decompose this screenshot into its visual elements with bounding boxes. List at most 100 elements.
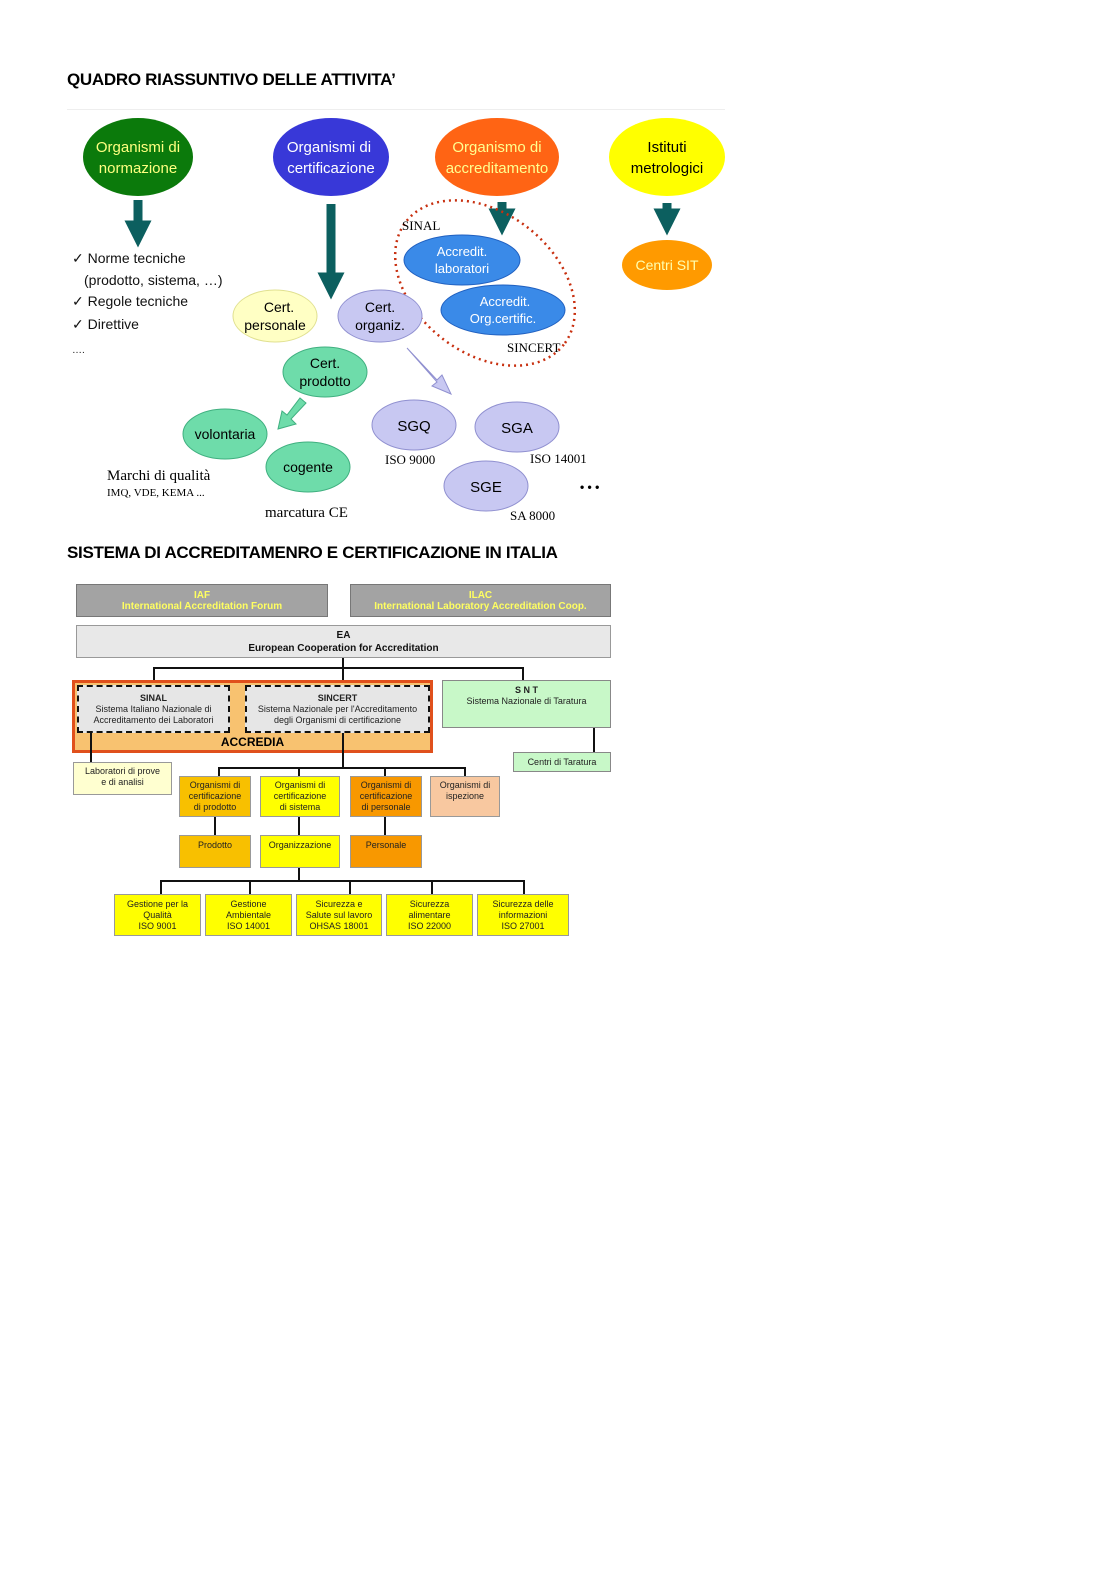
connector	[160, 880, 525, 882]
connector	[249, 880, 251, 894]
arrow-sistemi-icon	[406, 347, 453, 395]
accreditation-dotted-outline	[393, 199, 577, 367]
connector	[384, 767, 386, 776]
node-sgq: SGQ	[371, 399, 457, 451]
svg-text:Istituti: Istituti	[647, 139, 686, 156]
node-normazione: Organismi di normazione	[83, 118, 193, 196]
connector	[342, 667, 344, 681]
connector	[384, 817, 386, 835]
connector	[593, 728, 595, 752]
svg-text:SGQ: SGQ	[397, 418, 430, 435]
node-cert-organiz: Cert. organiz.	[337, 289, 423, 343]
section-title-sistema: SISTEMA DI ACCREDITAMENRO E CERTIFICAZIO…	[67, 543, 558, 562]
connector	[523, 880, 525, 894]
node-accredit-laboratori: Accredit. laboratori	[403, 234, 521, 286]
connector	[464, 767, 466, 776]
svg-text:laboratori: laboratori	[435, 261, 489, 276]
svg-text:✓ Direttive: ✓ Direttive	[72, 316, 139, 332]
connector	[160, 880, 162, 894]
connector	[342, 658, 344, 668]
svg-text:Cert.: Cert.	[310, 355, 340, 371]
diagram-labels: ISO 9000 ISO 14001 SA 8000 • • • Marchi …	[107, 451, 599, 523]
svg-text:ISO 9000: ISO 9000	[385, 452, 435, 467]
divider	[67, 109, 725, 110]
svg-text:✓ Norme tecniche: ✓ Norme tecniche	[72, 250, 186, 266]
node-certificazione: Organismi di certificazione	[273, 118, 389, 196]
svg-text:Cert.: Cert.	[365, 299, 395, 315]
svg-text:Organismo di: Organismo di	[452, 139, 541, 156]
svg-text:Org.certific.: Org.certific.	[470, 311, 536, 326]
connector	[218, 767, 220, 776]
node-volontaria: volontaria	[182, 408, 268, 460]
activities-diagram: Organismi di normazione Organismi di cer…	[72, 118, 725, 523]
svg-text:Accredit.: Accredit.	[480, 294, 531, 309]
box-ambito-personale: Personale	[350, 835, 422, 868]
svg-text:accreditamento: accreditamento	[446, 160, 549, 177]
node-centri-sit: Centri SIT	[622, 240, 712, 290]
box-centri-taratura: Centri di Taratura	[513, 752, 611, 772]
svg-text:Centri SIT: Centri SIT	[635, 257, 698, 273]
node-cogente: cogente	[265, 441, 351, 493]
svg-text:SA 8000: SA 8000	[510, 508, 555, 523]
svg-text:ISO 14001: ISO 14001	[530, 451, 587, 466]
svg-text:marcatura CE: marcatura CE	[265, 505, 348, 521]
svg-text:SGA: SGA	[501, 420, 533, 437]
connector	[522, 667, 524, 681]
svg-text:cogente: cogente	[283, 459, 333, 475]
node-sge: SGE	[443, 460, 529, 512]
svg-text:….: ….	[72, 345, 85, 356]
arrow-prodotto-icon	[277, 397, 307, 430]
section-title-quadro: QUADRO RIASSUNTIVO DELLE ATTIVITA’	[67, 70, 396, 89]
connector	[153, 667, 524, 669]
svg-text:Cert.: Cert.	[264, 299, 294, 315]
connector	[90, 733, 92, 762]
svg-text:personale: personale	[244, 317, 306, 333]
node-sga: SGA	[474, 401, 560, 453]
svg-text:volontaria: volontaria	[195, 426, 256, 442]
svg-text:Marchi di qualità: Marchi di qualità	[107, 468, 211, 484]
svg-text:(prodotto, sistema, …): (prodotto, sistema, …)	[84, 272, 223, 288]
svg-text:normazione: normazione	[99, 160, 177, 177]
svg-text:prodotto: prodotto	[299, 373, 351, 389]
svg-text:Accredit.: Accredit.	[437, 244, 488, 259]
node-cert-personale: Cert. personale	[232, 289, 318, 343]
svg-text:organiz.: organiz.	[355, 317, 405, 333]
label-sinal: SINAL	[402, 218, 440, 233]
svg-text:SGE: SGE	[470, 479, 502, 496]
svg-text:metrologici: metrologici	[631, 160, 704, 177]
node-cert-prodotto: Cert. prodotto	[282, 346, 368, 398]
label-sincert: SINCERT	[507, 340, 560, 355]
accredia-label: ACCREDIA	[220, 735, 285, 749]
svg-text:• • •: • • •	[580, 480, 599, 494]
connector	[349, 880, 351, 894]
connector	[431, 880, 433, 894]
connector	[342, 733, 344, 769]
node-accreditamento: Organismo di accreditamento	[435, 118, 559, 196]
node-accredit-org: Accredit. Org.certific.	[440, 284, 566, 336]
connector	[298, 767, 300, 776]
box-ambito-organizzazione: Organizzazione	[260, 835, 340, 868]
svg-text:Organismi di: Organismi di	[287, 139, 371, 156]
connector	[298, 817, 300, 835]
node-metrologici: Istituti metrologici	[609, 118, 725, 196]
connector	[214, 817, 216, 835]
box-ambito-prodotto: Prodotto	[179, 835, 251, 868]
norme-list: ✓ Norme tecniche (prodotto, sistema, …) …	[72, 250, 223, 356]
connector	[298, 868, 300, 881]
